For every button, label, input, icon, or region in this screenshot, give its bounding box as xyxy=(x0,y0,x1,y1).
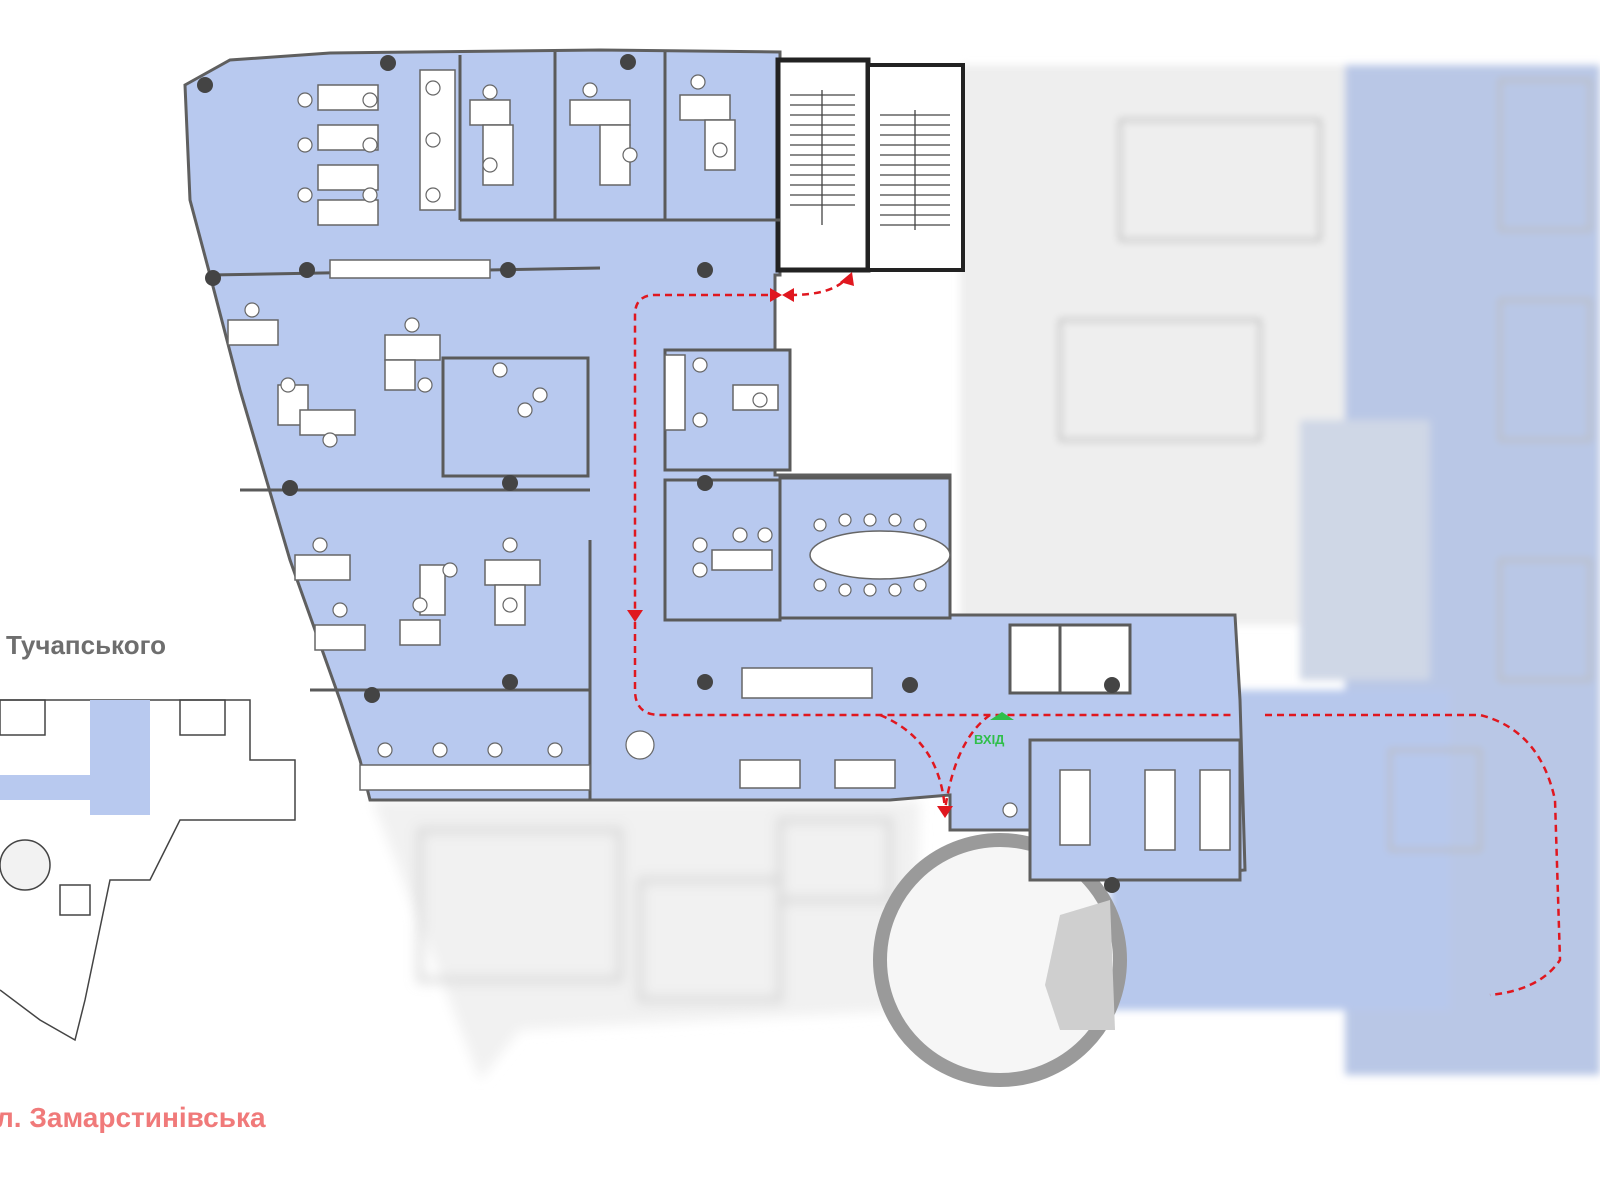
lower-neighbor-blurred xyxy=(372,800,920,1080)
minimap-inset xyxy=(0,699,296,1042)
round-tower xyxy=(873,833,1127,1087)
neighbor-area-blurred xyxy=(960,65,1600,1075)
street-label-zamarstynivska: л. Замарстинівська xyxy=(0,1102,266,1133)
route-arrowheads xyxy=(627,272,953,818)
entry-label: ВХІД xyxy=(974,732,1005,747)
street-label-tuchapskoho: Тучапського xyxy=(6,630,166,660)
column-icon xyxy=(197,54,1120,893)
chair-icon xyxy=(244,74,1018,818)
entry-marker xyxy=(990,712,1014,720)
stairs-icon xyxy=(775,57,965,273)
